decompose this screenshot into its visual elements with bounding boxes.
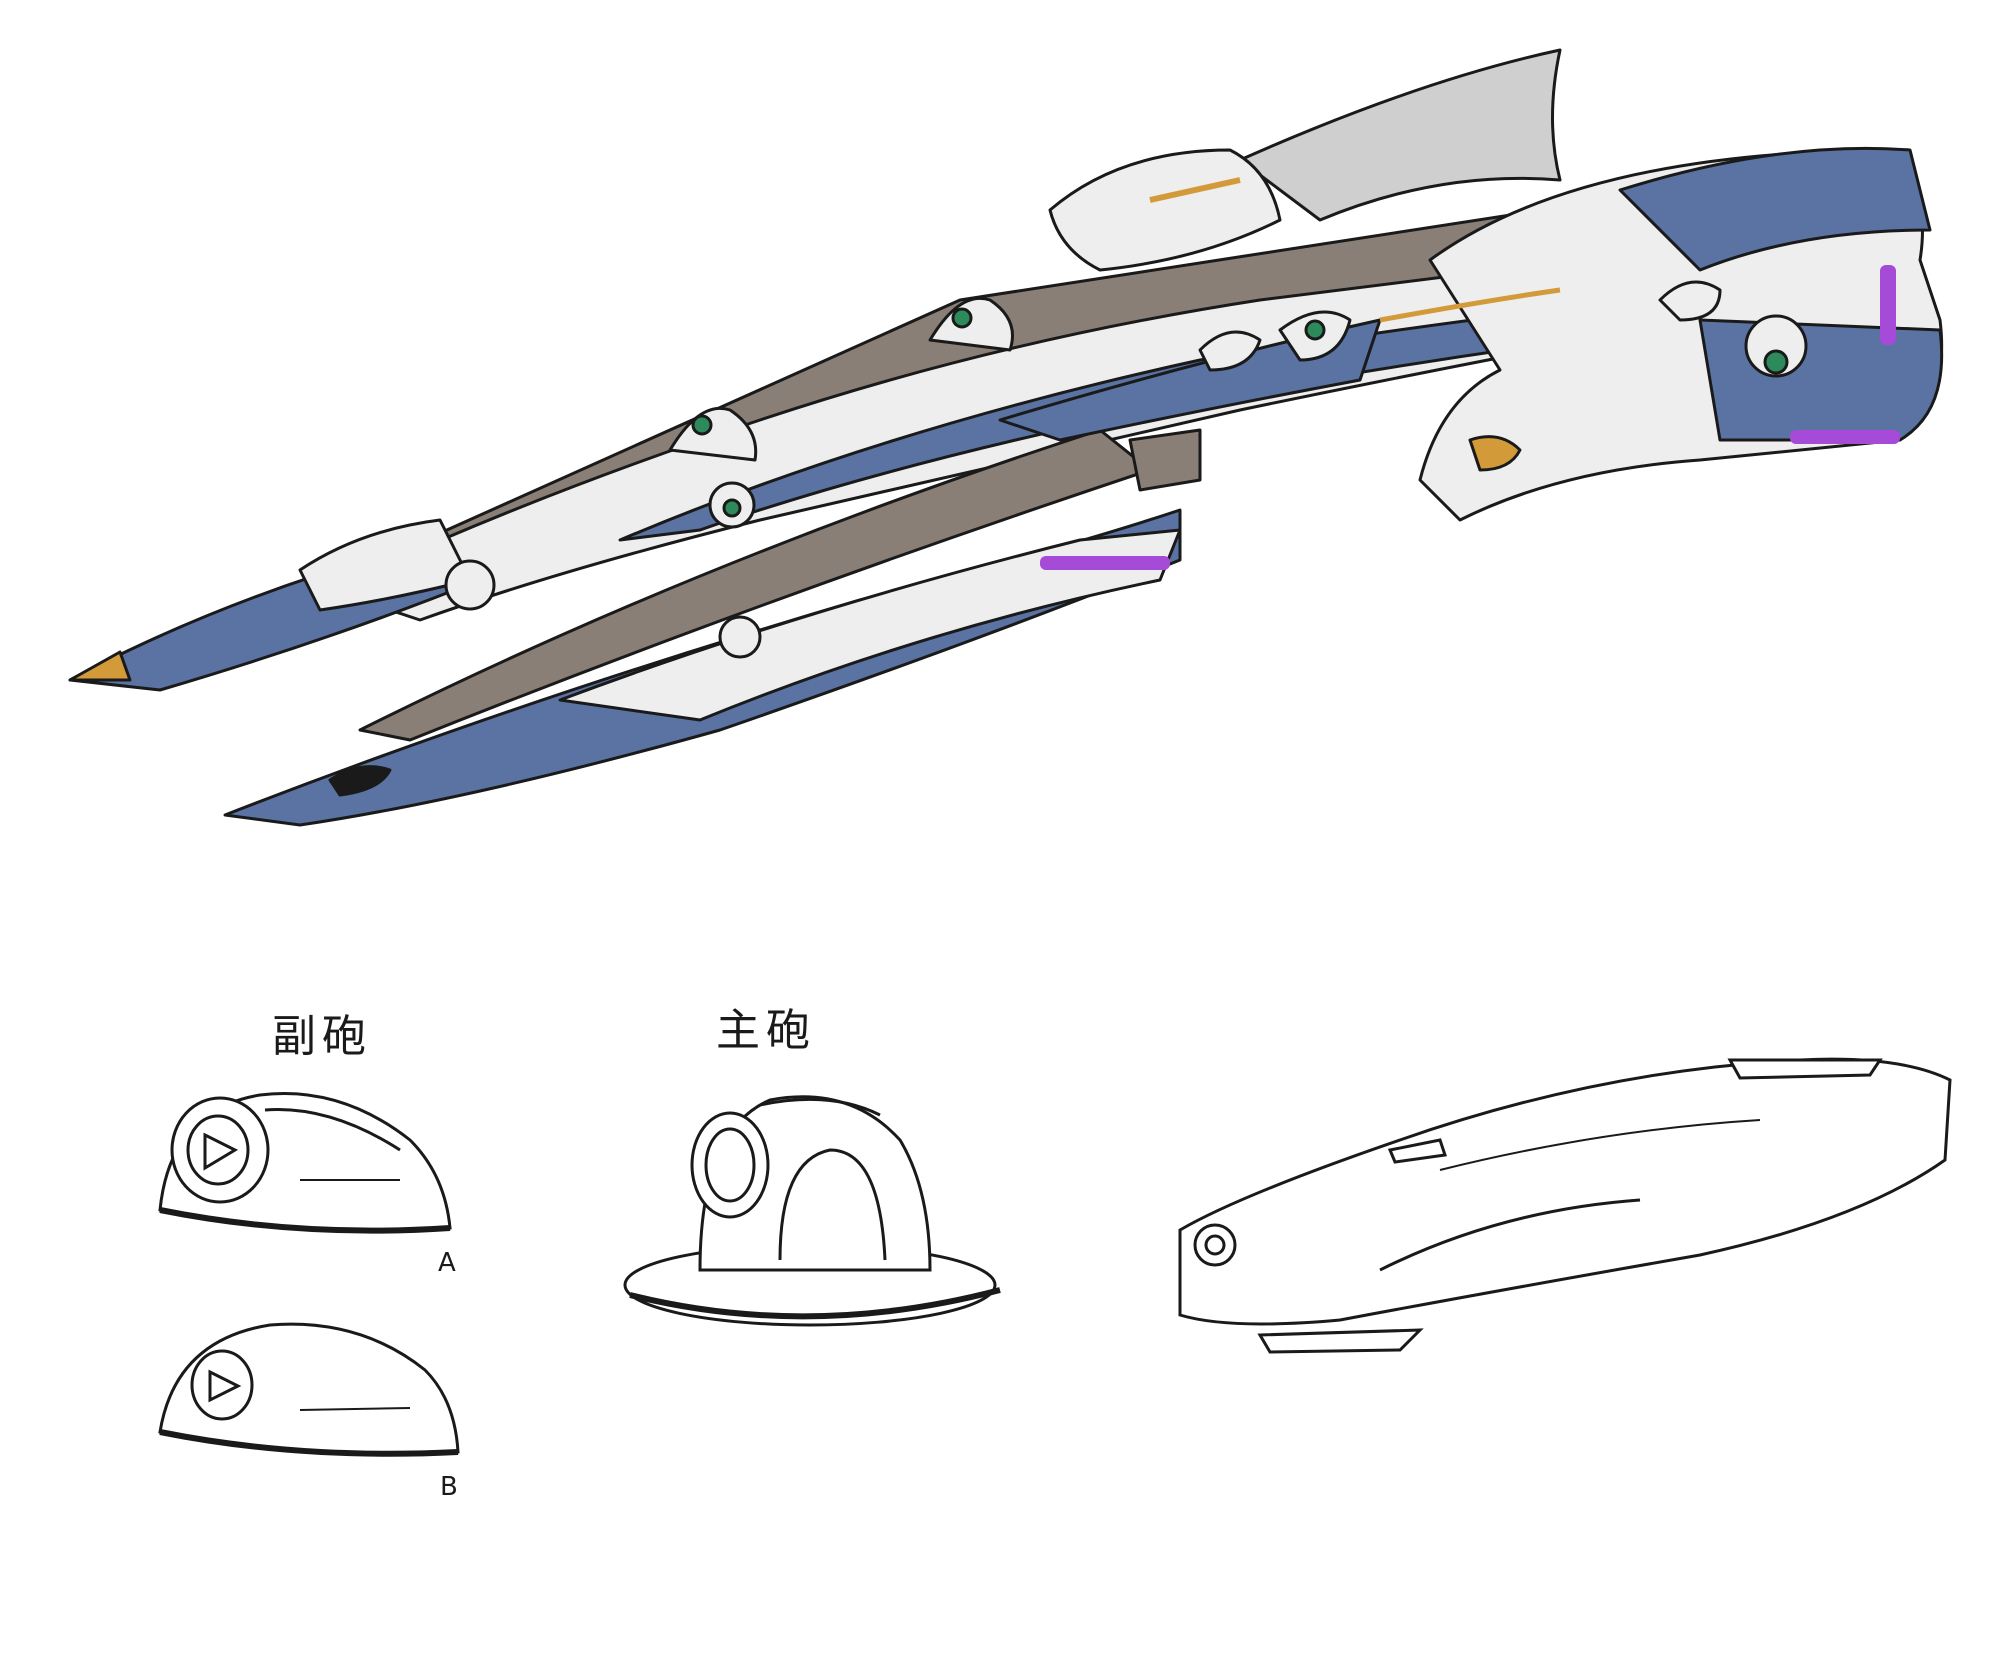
- side-hull-top-fin: [1727, 1058, 1883, 1080]
- turret-lens-1: [951, 307, 973, 329]
- ship-wing-accent: [1379, 287, 1561, 323]
- turret-lens-8: [1763, 349, 1789, 375]
- secondary-turret-b-sketch: [158, 1322, 460, 1457]
- variant-b-label: B: [440, 1472, 458, 1502]
- side-hull-nose-lens: [1204, 1234, 1226, 1256]
- turret-a-lens: [186, 1114, 250, 1186]
- ship-bridge: [1048, 148, 1282, 272]
- ship-bridge-stripe: [1149, 177, 1241, 203]
- ship-bow-tip: [68, 650, 132, 682]
- turret-b-lens-mark: [208, 1369, 242, 1403]
- main-ship-turrets: [444, 280, 1808, 659]
- main-turret-arch: [778, 1148, 887, 1261]
- turret-a-rail: [264, 1108, 401, 1152]
- ship-dorsal-fin: [1238, 48, 1562, 222]
- engine-glow-low: [1040, 556, 1170, 570]
- secondary-turret-a-sketch: [158, 1091, 452, 1234]
- turret-dome-5: [718, 615, 762, 659]
- side-hull-bridge: [1387, 1138, 1447, 1164]
- main-turret-lens: [704, 1127, 756, 1203]
- turret-dome-4: [444, 559, 496, 611]
- turret-b-lens: [190, 1349, 254, 1421]
- turret-b-base: [159, 1429, 459, 1457]
- secondary-turret-label: 副砲: [272, 1011, 372, 1062]
- engine-glow-mid: [1790, 430, 1900, 444]
- side-hull-body: [1178, 1057, 1952, 1326]
- turret-a-base: [159, 1207, 451, 1234]
- main-turret-base-shadow: [629, 1287, 1001, 1320]
- side-hull-panel-line: [1439, 1119, 1761, 1171]
- main-turret-top-rail: [759, 1097, 881, 1117]
- main-ship-illustration: [68, 48, 1944, 827]
- ship-hull-module: [1128, 428, 1202, 492]
- turret-dome-9: [1658, 280, 1722, 322]
- hull-side-view-sketch: [1178, 1057, 1952, 1354]
- main-turret-sketch: [623, 1095, 1001, 1327]
- side-hull-keel: [1257, 1328, 1424, 1354]
- main-turret-label: 主砲: [716, 1005, 816, 1056]
- ship-engine-lower-blue: [1698, 318, 1944, 442]
- ship-nozzle: [1468, 435, 1522, 472]
- turret-b-groove: [299, 1407, 411, 1411]
- turret-lens-2: [691, 414, 713, 436]
- turret-dome-2: [668, 406, 758, 462]
- side-hull-barrel: [1379, 1198, 1641, 1272]
- turret-dome-8: [1744, 314, 1808, 378]
- turret-dome-7: [1198, 330, 1262, 372]
- ship-engine-blue: [1618, 146, 1932, 272]
- turret-lens-3: [722, 498, 742, 518]
- turret-dome-1: [928, 296, 1014, 352]
- variant-a-label: A: [438, 1248, 456, 1278]
- ship-lower-window: [328, 765, 392, 797]
- turret-a-lens-mark: [203, 1132, 239, 1171]
- turret-lens-6: [1304, 319, 1326, 341]
- engine-glow-top: [1880, 265, 1896, 345]
